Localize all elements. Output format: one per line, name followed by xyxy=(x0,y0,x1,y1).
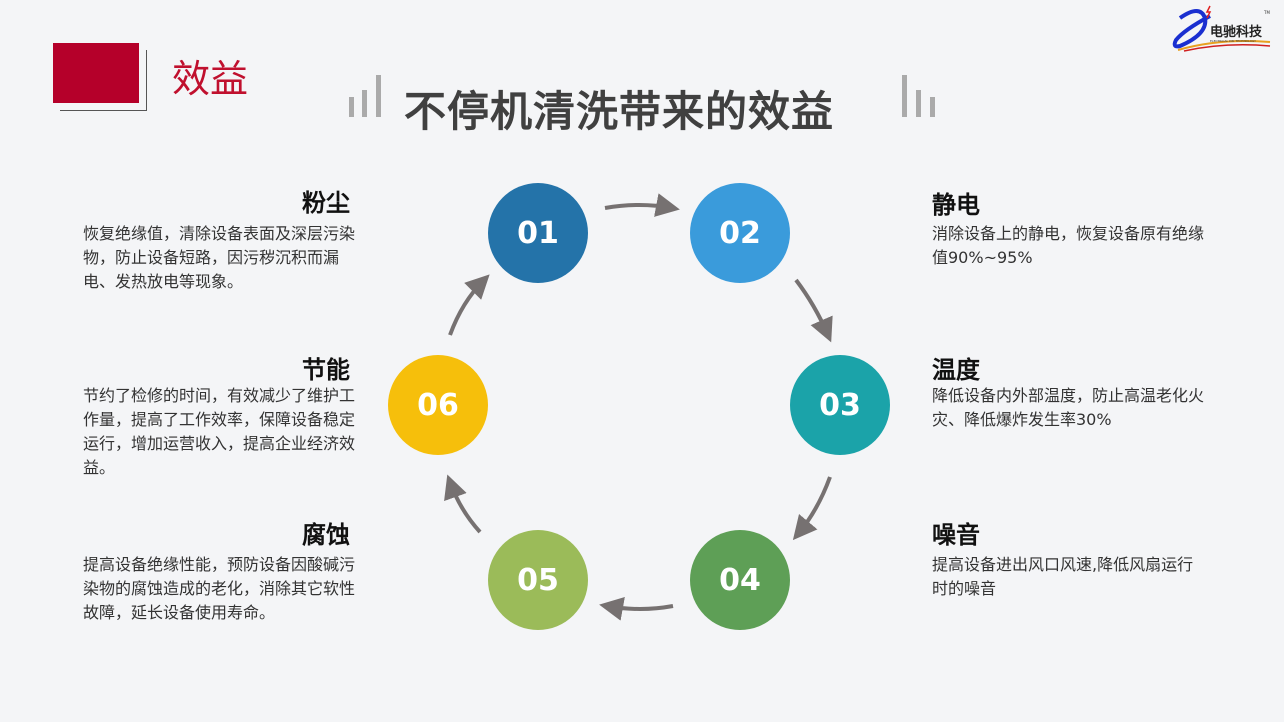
desc-energy: 节约了检修的时间，有效减少了维护工作量，提高了工作效率，保障设备稳定运行，增加运… xyxy=(83,386,356,477)
svg-text:ELECTRICAL DRI TECHNOLOGY: ELECTRICAL DRI TECHNOLOGY xyxy=(1210,39,1256,43)
heading-dust: 粉尘 xyxy=(302,189,350,217)
title-bar-decoration xyxy=(349,97,354,117)
heading-temperature: 温度 xyxy=(932,356,980,384)
arrow-01-02 xyxy=(604,193,680,217)
step-circle-04: 04 xyxy=(690,530,790,630)
arrow-02-03 xyxy=(794,278,833,343)
logo-text: 电驰科技 xyxy=(1210,24,1263,40)
title-decoration-shadow xyxy=(60,50,147,111)
title-bar-decoration xyxy=(930,97,935,117)
step-circle-02: 02 xyxy=(690,183,790,283)
heading-static: 静电 xyxy=(932,191,980,219)
arrow-03-04 xyxy=(792,476,832,541)
title-bar-decoration xyxy=(916,90,921,117)
arrow-04-05 xyxy=(599,597,674,621)
desc-noise: 提高设备进出风口风速,降低风扇运行时的噪音 xyxy=(932,555,1194,598)
heading-energy: 节能 xyxy=(302,356,350,384)
title-decoration-block xyxy=(53,43,139,103)
desc-corrosion: 提高设备绝缘性能，预防设备因酸碱污染物的腐蚀造成的老化，消除其它软性故障，延长设… xyxy=(83,555,356,622)
step-circle-01: 01 xyxy=(488,183,588,283)
arrow-05-06 xyxy=(444,474,482,534)
heading-corrosion: 腐蚀 xyxy=(302,521,350,549)
title-bar-decoration xyxy=(376,75,381,117)
desc-dust: 恢复绝缘值，清除设备表面及深层污染物，防止设备短路，因污秽沉积而漏电、发热放电等… xyxy=(83,224,356,291)
title-bar-decoration xyxy=(362,90,367,117)
company-logo: 电驰科技 ELECTRICAL DRI TECHNOLOGY TM xyxy=(1170,4,1275,54)
page-title: 不停机清洗带来的效益 xyxy=(404,87,835,136)
svg-text:TM: TM xyxy=(1263,10,1270,15)
section-title: 效益 xyxy=(172,57,249,101)
step-circle-03: 03 xyxy=(790,355,890,455)
heading-noise: 噪音 xyxy=(932,521,980,549)
arrow-06-01 xyxy=(448,274,490,336)
step-circle-06: 06 xyxy=(388,355,488,455)
desc-temperature: 降低设备内外部温度，防止高温老化火灾、降低爆炸发生率30% xyxy=(932,386,1205,429)
title-bar-decoration xyxy=(902,75,907,117)
desc-static: 消除设备上的静电，恢复设备原有绝缘值90%~95% xyxy=(932,224,1205,267)
step-circle-05: 05 xyxy=(488,530,588,630)
